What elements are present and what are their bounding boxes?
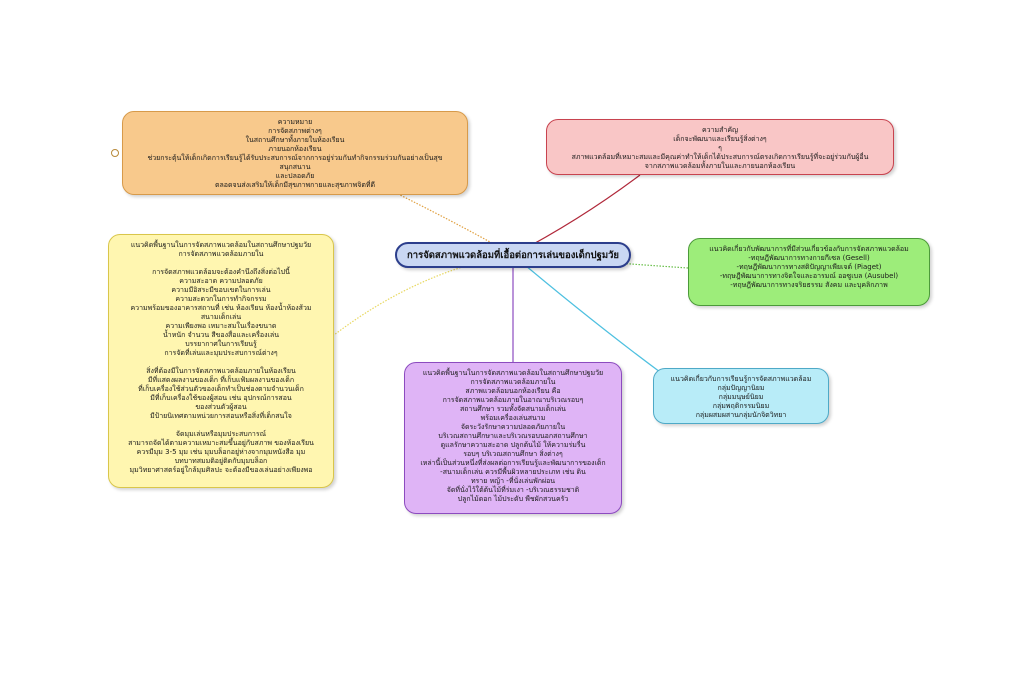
text-line: ในสถานศึกษาทั้งภายในห้องเรียน xyxy=(245,136,345,144)
text-line: พร้อมเครื่องเล่นสนาม xyxy=(480,414,546,422)
text-line: ความเพียงพอ เหมาะสมในเรื่องขนาด xyxy=(165,322,277,330)
text-line: การจัดสภาพแวดล้อมจะต้องคำนึงถึงสิ่งต่อไป… xyxy=(152,268,290,276)
text-line: เหล่านี้เป็นส่วนหนึ่งที่ส่งผลต่อการเรียน… xyxy=(420,459,606,467)
text-line: บรรยากาศในการเรียนรู้ xyxy=(185,340,257,348)
central-topic[interactable]: การจัดสภาพแวดล้อมที่เอื้อต่อการเล่นของเด… xyxy=(395,242,631,268)
text-line: ควรมีมุม 3-5 มุม เช่น มุมบล็อกอยู่ห่างจา… xyxy=(136,448,306,456)
text-line: มีป้ายนิเทศตามหน่วยการสอนหรือสิ่งที่เด็ก… xyxy=(150,412,292,420)
text-line: แนวคิดพื้นฐานในการจัดสภาพแวดล้อมในสถานศึ… xyxy=(130,241,312,249)
node-concepts-indoor[interactable]: แนวคิดพื้นฐานในการจัดสภาพแวดล้อมในสถานศึ… xyxy=(108,234,334,488)
text-line: กลุ่มพฤติกรรมนิยม xyxy=(712,402,770,410)
text-line: สนุกสนาน xyxy=(279,163,311,171)
text-line: ความหมาย xyxy=(277,118,313,126)
text-line: จัดที่นั่งไว้ใต้ต้นไม้ที่ร่มเงา -บริเวณธ… xyxy=(446,486,580,494)
text-line: กลุ่มปัญญานิยม xyxy=(717,384,765,392)
text-line xyxy=(117,358,325,367)
text-line: บริเวณสถานศึกษาและบริเวณรอบนอกสถานศึกษา xyxy=(438,432,588,440)
text-line: บทบาทสมมติอยู่ติดกับมุมบล็อก xyxy=(174,457,268,465)
expand-marker-icon xyxy=(111,149,119,157)
text-line: การจัดที่เล่นและมุมประสบการณ์ต่างๆ xyxy=(164,349,278,357)
text-line: รอบๆ บริเวณสถานศึกษา สิ่งต่างๆ xyxy=(463,450,563,458)
text-line: การจัดสภาพแวดล้อมภายใน xyxy=(470,378,556,386)
text-line xyxy=(117,421,325,430)
text-line: จัดระวังรักษาความปลอดภัยภายใน xyxy=(460,423,566,431)
node-development-theories-text: แนวคิดเกี่ยวกับพัฒนาการที่มีส่วนเกี่ยวข้… xyxy=(697,245,921,290)
text-line: สถานศึกษา รวมทั้งจัดสนามเด็กเล่น xyxy=(460,405,566,413)
node-importance[interactable]: ความสำคัญ เด็กจะพัฒนาและเรียนรู้สิ่งต่าง… xyxy=(546,119,894,175)
text-line: กลุ่มผสมผสานกลุ่มนักจิตวิทยา xyxy=(695,411,787,419)
node-development-theories[interactable]: แนวคิดเกี่ยวกับพัฒนาการที่มีส่วนเกี่ยวข้… xyxy=(688,238,930,306)
text-line: การจัดสภาพแวดล้อมภายใน xyxy=(178,250,264,258)
text-line: ดูแลรักษาความสะอาด ปลูกต้นไม้ ให้ความร่ม… xyxy=(440,441,586,449)
text-line: ช่วยกระตุ้นให้เด็กเกิดการเรียนรู้ได้รับป… xyxy=(147,154,443,162)
node-learning-concepts-text: แนวคิดเกี่ยวกับการเรียนรู้การจัดสภาพแวดล… xyxy=(662,375,820,420)
text-line: -ทฤษฎีพัฒนาการทางกายกีเซล (Gesell) xyxy=(748,254,870,262)
node-concepts-indoor-text: แนวคิดพื้นฐานในการจัดสภาพแวดล้อมในสถานศึ… xyxy=(117,241,325,475)
text-line: ตลอดจนส่งเสริมให้เด็กมีสุขภาพกายและสุขภา… xyxy=(214,181,376,189)
text-line: จัดมุมเล่นหรือมุมประสบการณ์ xyxy=(175,430,267,438)
connector-concepts-left xyxy=(333,254,514,336)
text-line: แนวคิดเกี่ยวกับการเรียนรู้การจัดสภาพแวดล… xyxy=(670,375,812,383)
node-meaning-text: ความหมาย การจัดสภาพต่างๆ ในสถานศึกษาทั้ง… xyxy=(131,118,459,190)
text-line: สิ่งที่ต้องมีในการจัดสภาพแวดล้อมภายในห้อ… xyxy=(146,367,296,375)
text-line: ภายนอกห้องเรียน xyxy=(268,145,322,153)
text-line: สนามเด็กเล่น xyxy=(200,313,242,321)
text-line: สภาพแวดล้อมที่เหมาะสมและมีคุณค่าทำให้เด็… xyxy=(571,153,869,161)
text-line: การจัดสภาพต่างๆ xyxy=(268,127,322,135)
text-line: มีที่แสดงผลงานของเด็ก ที่เก็บแฟ้มผลงานขอ… xyxy=(147,376,295,384)
text-line: ของส่วนตัวผู้สอน xyxy=(195,403,247,411)
text-line: สามารถจัดได้ตามความเหมาะสมขึ้นอยู่กับสภา… xyxy=(128,439,314,447)
text-line: มุมวิทยาศาสตร์อยู่ใกล้มุมศิลปะ จะต้องมีข… xyxy=(129,466,313,474)
text-line: มีที่เก็บเครื่องใช้ของผู้สอน เช่น อุปกรณ… xyxy=(150,394,292,402)
text-line: ทราย หญ้า -ที่นั่งเล่นพักผ่อน xyxy=(470,477,556,485)
text-line: ๆ xyxy=(718,144,722,152)
text-line: สภาพแวดล้อมนอกห้องเรียน คือ xyxy=(465,387,561,395)
connector-meaning xyxy=(399,194,514,256)
text-line: -ทฤษฎีพัฒนาการทางจริยธรรม สังคม และบุคลิ… xyxy=(730,281,888,289)
text-line: ปลูกไม้ดอก ไม้ประดับ พืชผักสวนครัว xyxy=(457,495,569,503)
text-line: แนวคิดเกี่ยวกับพัฒนาการที่มีส่วนเกี่ยวข้… xyxy=(709,245,909,253)
text-line: กลุ่มมนุษย์นิยม xyxy=(718,393,764,401)
text-line xyxy=(117,259,325,268)
central-topic-label: การจัดสภาพแวดล้อมที่เอื้อต่อการเล่นของเด… xyxy=(407,249,619,261)
text-line: ที่เก็บเครื่องใช้ส่วนตัวของเด็กทำเป็นช่อ… xyxy=(138,385,304,393)
text-line: ความพร้อมของอาคารสถานที่ เช่น ห้องเรียน … xyxy=(130,304,312,312)
connector-learning xyxy=(512,254,661,373)
node-learning-concepts[interactable]: แนวคิดเกี่ยวกับการเรียนรู้การจัดสภาพแวดล… xyxy=(653,368,829,424)
node-concepts-outdoor[interactable]: แนวคิดพื้นฐานในการจัดสภาพแวดล้อมในสถานศึ… xyxy=(404,362,622,514)
text-line: ความมีอิสระมีขอบเขตในการเล่น xyxy=(171,286,271,294)
text-line: ความสะอาด ความปลอดภัย xyxy=(179,277,263,285)
text-line: -ทฤษฎีพัฒนาการทางจิตใจและอารมณ์ ออซูเบล … xyxy=(719,272,899,280)
text-line: จากสภาพแวดล้อมทั้งภายในและภายนอกห้องเรีย… xyxy=(644,162,796,170)
text-line: ความสะดวกในการทำกิจกรรม xyxy=(175,295,267,303)
text-line: ความสำคัญ xyxy=(701,126,738,134)
node-meaning[interactable]: ความหมาย การจัดสภาพต่างๆ ในสถานศึกษาทั้ง… xyxy=(122,111,468,195)
text-line: -ทฤษฎีพัฒนาการทางสติปัญญาเพียเจต์ (Piage… xyxy=(736,263,882,271)
text-line: น้ำหนัก จำนวน สีของสื่อและเครื่องเล่น xyxy=(163,331,279,339)
text-line: เด็กจะพัฒนาและเรียนรู้สิ่งต่างๆ xyxy=(673,135,767,143)
text-line: การจัดสภาพแวดล้อมภายในอาณาบริเวณรอบๆ xyxy=(442,396,584,404)
node-importance-text: ความสำคัญ เด็กจะพัฒนาและเรียนรู้สิ่งต่าง… xyxy=(555,126,885,171)
text-line: -สนามเด็กเล่น ควรมีพื้นผิวหลายประเภท เช่… xyxy=(440,468,586,476)
text-line: และปลอดภัย xyxy=(275,172,315,180)
text-line: แนวคิดพื้นฐานในการจัดสภาพแวดล้อมในสถานศึ… xyxy=(422,369,604,377)
node-concepts-outdoor-text: แนวคิดพื้นฐานในการจัดสภาพแวดล้อมในสถานศึ… xyxy=(413,369,613,504)
